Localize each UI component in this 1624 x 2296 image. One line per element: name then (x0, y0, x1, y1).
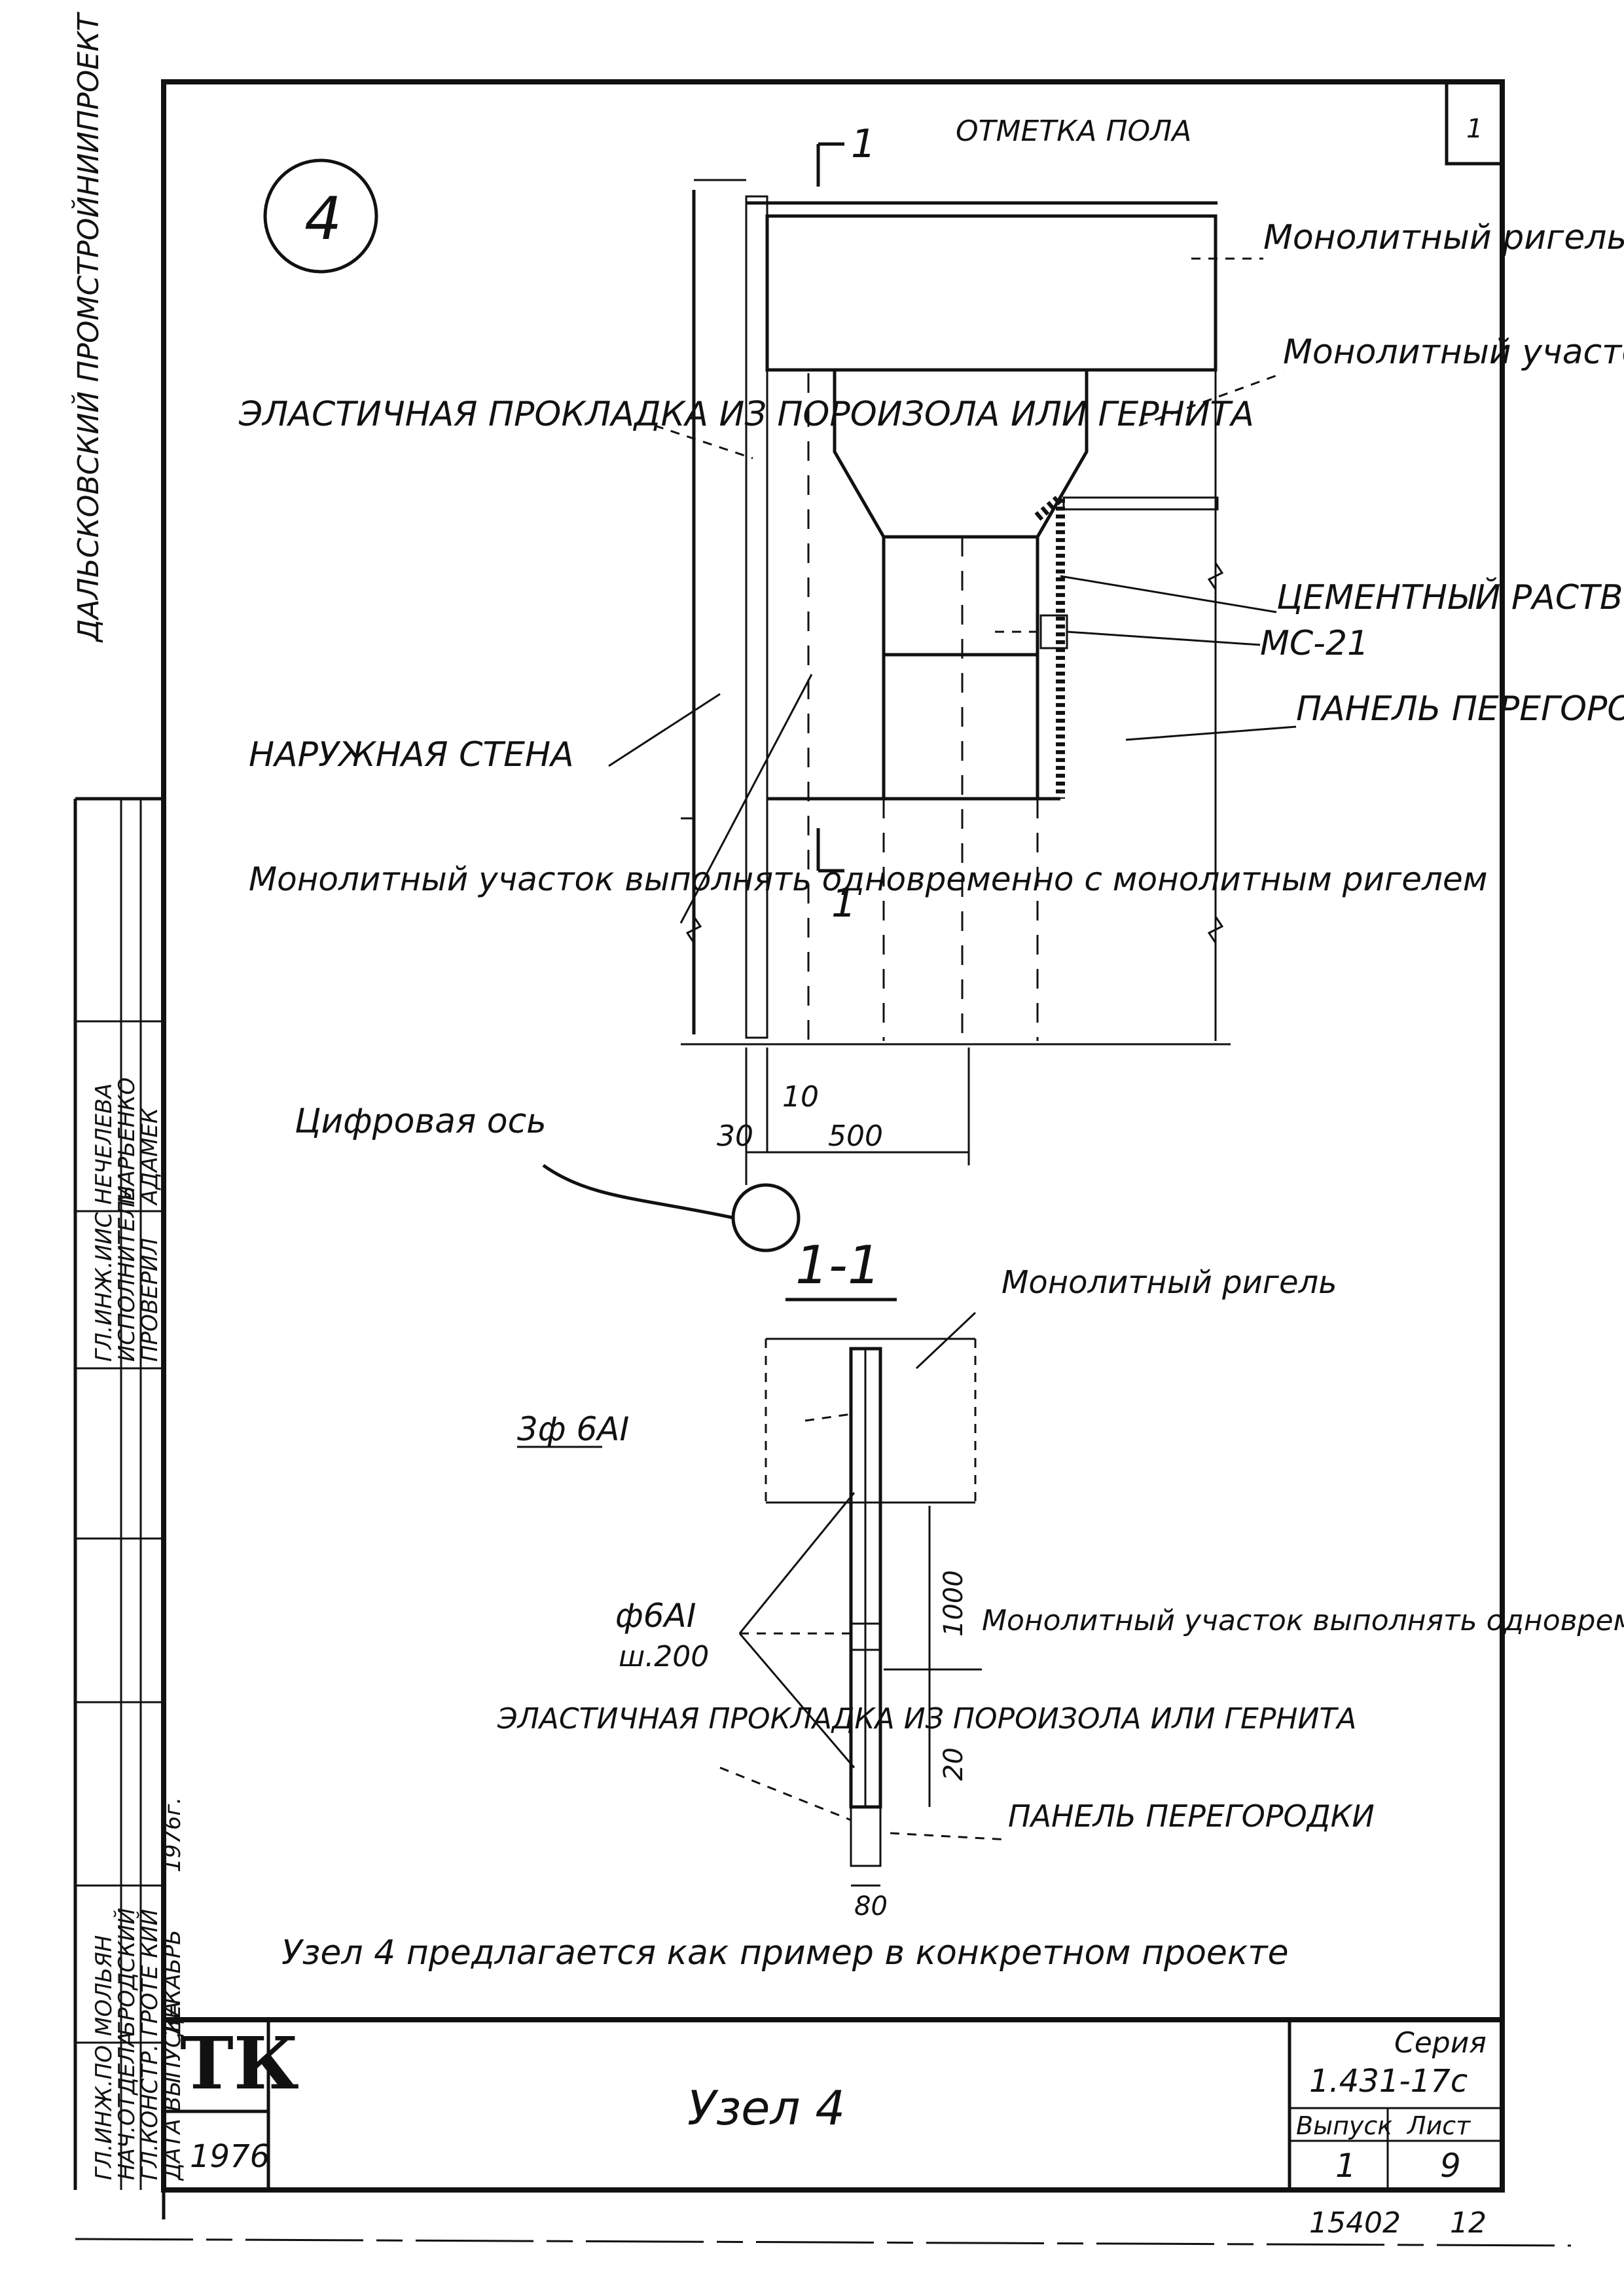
frame: 1 (161, 79, 1505, 2219)
stamp-year: 1976 (190, 2138, 270, 2175)
stamp-date: 1976г. (160, 1797, 186, 1872)
stamp-role: ИСПОЛНИТЕЛЬ (114, 1186, 140, 1362)
floor-level-label: ОТМЕТКА ПОЛА (956, 115, 1191, 148)
rebar-top-label: 3ф 6АI (517, 1410, 629, 1448)
series-value: 1.431-17с (1309, 2063, 1468, 2100)
stamp-name: БРОДСКИЙ (113, 1908, 140, 2036)
dim-1000: 1000 (939, 1570, 969, 1637)
section-view: 1-1 Монолитный ригель 3ф 6АI ф6АI ш.200 … (497, 1235, 1624, 1922)
dim-10: 10 (782, 1080, 819, 1114)
girder-label: Монолитный ригель (1263, 218, 1624, 257)
side-stamp: ДАЛЬСКОВСКИЙ ПРОМСТРОЙНИИПРОЕКТ ГЛ.ИНЖ.П… (71, 12, 186, 2190)
dim-500: 500 (828, 1120, 883, 1153)
footer-right: 12 (1450, 2206, 1487, 2240)
cement-mortar-label: ЦЕМЕНТНЫЙ РАСТВОР М50 (1276, 577, 1624, 617)
footer-left: 15402 (1309, 2206, 1401, 2240)
node-number: 4 (304, 185, 342, 253)
stamp-name: МОЛЬЯН (91, 1935, 117, 2036)
outer-wall-label: НАРУЖНАЯ СТЕНА (249, 735, 574, 774)
section-mark-top: 1 (851, 121, 876, 167)
gasket-label: ЭЛАСТИЧНАЯ ПРОКЛАДКА ИЗ ПОРОИЗОЛА ИЛИ ГЕ… (238, 395, 1254, 434)
section-girder-label: Монолитный ригель (1001, 1264, 1337, 1301)
issue-label: Выпуск (1296, 2111, 1392, 2140)
organization-label: ДАЛЬСКОВСКИЙ ПРОМСТРОЙНИИПРОЕКТ (71, 12, 105, 643)
stamp-name: МАРЬЕНКО (114, 1078, 140, 1205)
rebar-side-label: ф6АI (615, 1597, 696, 1635)
monolithic-section-label: Монолитный участок (1283, 333, 1624, 372)
sheet-label: Лист (1406, 2111, 1471, 2140)
title-block: ТК 1976 Узел 4 Серия 1.431-17с Выпуск Ли… (164, 2017, 1502, 2190)
stamp-role: ДАТА ВЫПУСКА (160, 2001, 186, 2181)
monolithic-note-label: Монолитный участок выполнять одновременн… (249, 860, 1487, 898)
gasket-strip (745, 195, 768, 1039)
stamp-role: ГЛ.ИНЖ.ПО (91, 2045, 117, 2180)
series-label: Серия (1394, 2026, 1487, 2060)
sheet-value: 9 (1440, 2147, 1461, 2185)
corner-number: 1 (1466, 114, 1483, 144)
dim-20: 20 (939, 1747, 969, 1781)
partition-panel-label: ПАНЕЛЬ ПЕРЕГОРОДКИ (1296, 689, 1624, 729)
stamp-role: ГЛ.ИНЖ.ИИС (91, 1212, 117, 1362)
stamp-name: НЕЧЕЛЕВА (91, 1084, 117, 1205)
section-mark-bottom: 1 (831, 881, 856, 926)
dim-30: 30 (717, 1120, 753, 1153)
issue-value: 1 (1335, 2147, 1356, 2185)
stamp-title: Узел 4 (687, 2081, 845, 2136)
tk-logo: ТК (180, 2021, 299, 2105)
stamp-role: ПРОВЕРИЛ (137, 1238, 163, 1362)
node-number-circle: 4 (263, 158, 378, 274)
section-gasket-label: ЭЛАСТИЧНАЯ ПРОКЛАДКА ИЗ ПОРОИЗОЛА ИЛИ ГЕ… (497, 1702, 1356, 1736)
rebar-step-label: ш.200 (619, 1640, 709, 1673)
axis-circle (731, 1183, 801, 1252)
main-view: 1 1 ОТМЕТКА ПОЛА Монолитный ригель Монол… (238, 115, 1624, 1252)
stamp-name: АДАМЕК (137, 1106, 163, 1206)
digital-axis-label: Цифровая ось (295, 1102, 547, 1141)
mc21-label: МС-21 (1260, 624, 1369, 663)
section-monolithic-note: Монолитный участок выполнять одновременн… (982, 1604, 1624, 1637)
stamp-role: НАЧ.ОТДЕЛА (114, 2032, 140, 2180)
stamp-role: ГЛ.КОНСТР. (137, 2044, 163, 2180)
section-panel-label: ПАНЕЛЬ ПЕРЕГОРОДКИ (1008, 1798, 1375, 1834)
usage-note: Узел 4 предлагается как пример в конкрет… (281, 1933, 1289, 1973)
stamp-name: ГРОТЕ КИЙ (136, 1909, 163, 2036)
monolithic-girder (765, 214, 1218, 372)
section-title: 1-1 (795, 1235, 881, 1296)
dim-80: 80 (854, 1891, 888, 1922)
